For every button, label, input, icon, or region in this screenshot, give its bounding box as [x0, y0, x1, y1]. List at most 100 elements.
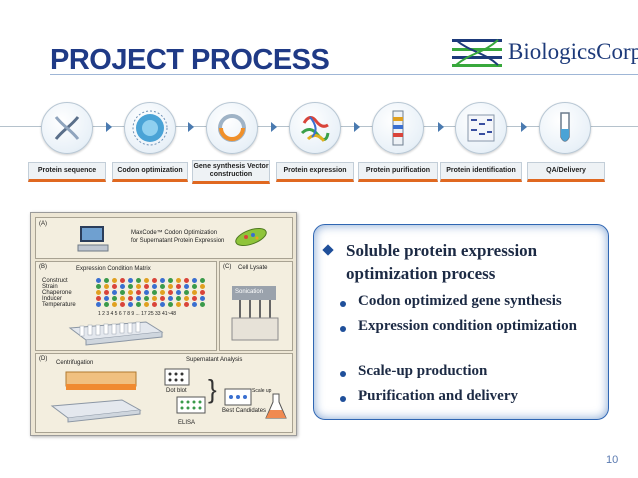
step-label-gene-synthesis: Gene synthesis Vector construction [192, 160, 270, 184]
panel-b-title: Expression Condition Matrix [76, 266, 151, 272]
chevron-right-icon [188, 122, 194, 132]
matrix-dot [144, 296, 149, 301]
matrix-dot [160, 302, 165, 307]
matrix-dot [152, 302, 157, 307]
matrix-dot [120, 296, 125, 301]
panel-a-caption-2: for Supernatant Protein Expression [131, 238, 225, 244]
matrix-row-label: Chaperone [42, 290, 72, 296]
candidates-plate-icon [224, 388, 252, 406]
matrix-dot [144, 302, 149, 307]
flask-icon [265, 393, 287, 419]
step-label-protein-expression: Protein expression [276, 162, 354, 182]
matrix-dot [192, 296, 197, 301]
chromatography-column-icon [372, 102, 424, 154]
dna-helix-icon [41, 102, 93, 154]
panel-a-caption-1: MaxCode™ Codon Optimization [131, 230, 218, 236]
matrix-dot [176, 296, 181, 301]
matrix-dot [184, 290, 189, 295]
matrix-dot [120, 302, 125, 307]
matrix-dot [176, 302, 181, 307]
matrix-dot [104, 284, 109, 289]
centrifugation-label: Centrifugation [56, 360, 94, 366]
matrix-row-label: Strain [42, 284, 58, 290]
matrix-dot [112, 284, 117, 289]
matrix-row-label: Construct [42, 278, 68, 284]
process-figure: (A) MaxCode™ Codon Optimization for Supe… [30, 212, 297, 436]
matrix-dot [152, 290, 157, 295]
matrix-row-label: Inducer [42, 296, 63, 302]
title-divider [50, 74, 638, 75]
bullet-icon [340, 326, 346, 332]
summary-main: Soluble protein expression optimization … [346, 241, 538, 283]
matrix-dot [128, 284, 133, 289]
matrix-dot [96, 302, 101, 307]
expression-matrix [96, 278, 216, 310]
elisa-label: ELISA [178, 420, 196, 426]
matrix-dot [144, 284, 149, 289]
summary-item: Scale-up production [358, 363, 488, 379]
sonicator-body [232, 286, 276, 300]
step-label-qa-delivery: QA/Delivery [527, 162, 605, 182]
matrix-dot [120, 278, 125, 283]
bullet-icon [340, 371, 346, 377]
matrix-dot [200, 296, 205, 301]
matrix-dot [152, 284, 157, 289]
matrix-dot [104, 290, 109, 295]
matrix-dot [144, 290, 149, 295]
matrix-dot [152, 278, 157, 283]
matrix-dot [128, 296, 133, 301]
step-label-protein-identification: Protein identification [440, 162, 522, 182]
matrix-dot [160, 296, 165, 301]
matrix-dot [184, 302, 189, 307]
matrix-dot [200, 302, 205, 307]
matrix-dot [136, 290, 141, 295]
elisa-plate-icon [176, 396, 206, 414]
matrix-dot [112, 302, 117, 307]
matrix-dot [104, 302, 109, 307]
matrix-dot [136, 302, 141, 307]
matrix-dot [176, 278, 181, 283]
matrix-dot [136, 296, 141, 301]
matrix-dot [144, 278, 149, 283]
dot-blot-label: Dot blot [166, 388, 187, 394]
matrix-dot [120, 284, 125, 289]
matrix-dot [128, 290, 133, 295]
matrix-dot [168, 278, 173, 283]
matrix-dot [136, 278, 141, 283]
chevron-right-icon [106, 122, 112, 132]
bullet-icon [340, 301, 346, 307]
matrix-dot [168, 290, 173, 295]
matrix-dot [112, 278, 117, 283]
dna-logo-icon [452, 39, 502, 67]
matrix-dot [96, 284, 101, 289]
chevron-right-icon [438, 122, 444, 132]
bacterium-icon [235, 227, 267, 247]
matrix-dot [192, 302, 197, 307]
dot-blot-icon [164, 368, 190, 386]
protein-structure-icon [289, 102, 341, 154]
matrix-dot [112, 290, 117, 295]
panel-a: (A) MaxCode™ Codon Optimization for Supe… [35, 217, 293, 259]
matrix-dot [128, 302, 133, 307]
chevron-right-icon [271, 122, 277, 132]
summary-box: Soluble protein expression optimization … [313, 224, 609, 420]
matrix-dot [96, 296, 101, 301]
step-label-codon-optimization: Codon optimization [112, 162, 188, 182]
chevron-right-icon [354, 122, 360, 132]
matrix-dot [184, 278, 189, 283]
panel-d-tag: (D) [39, 356, 48, 362]
panel-d: (D) Centrifugation Supernatant Analysis … [35, 353, 293, 433]
matrix-dot [176, 290, 181, 295]
matrix-dot [120, 290, 125, 295]
panel-b-tag: (B) [39, 264, 47, 270]
computer-icon [77, 226, 109, 252]
matrix-dot [104, 278, 109, 283]
matrix-dot [184, 296, 189, 301]
logo-text: BiologicsCorp [508, 39, 638, 64]
matrix-dot [160, 290, 165, 295]
page-number: 10 [606, 454, 619, 466]
panel-c: (C) Cell Lysate Sonication [219, 261, 293, 351]
panel-b: (B) Expression Condition Matrix Construc… [35, 261, 217, 351]
matrix-dot [136, 284, 141, 289]
